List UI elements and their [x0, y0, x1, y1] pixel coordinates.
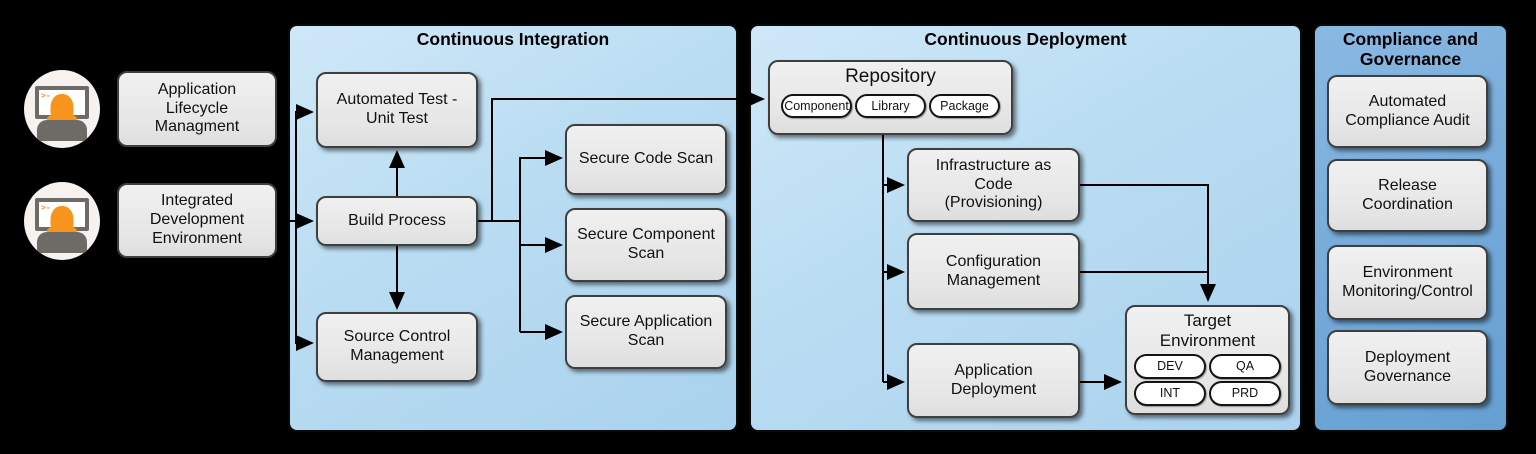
box-automated-test-unit-test: Automated Test - Unit Test: [316, 72, 478, 148]
terminal-prompt-icon: >-: [41, 203, 51, 212]
box-label: Secure Component Scan: [577, 226, 715, 262]
person-head: [50, 94, 74, 123]
developer-workstation-icon: >-: [24, 70, 100, 148]
developer-workstation-icon: >-: [24, 182, 100, 260]
pill-library: Library: [855, 93, 926, 118]
box-label: Source Control Management: [343, 328, 451, 364]
box-application-deployment: Application Deployment: [907, 343, 1080, 418]
box-label: Automated Compliance Audit: [1345, 92, 1470, 129]
target-environment-title: Target Environment: [1159, 311, 1256, 350]
section-title-cd: Continuous Deployment: [924, 29, 1127, 49]
box-secure-application-scan: Secure Application Scan: [565, 295, 727, 369]
box-automated-compliance-audit: Automated Compliance Audit: [1327, 75, 1488, 148]
box-target-environment: Target Environment DEV QA INT PRD: [1125, 305, 1290, 415]
box-environment-monitoring-control: Environment Monitoring/Control: [1327, 245, 1488, 320]
pill-prd: PRD: [1209, 381, 1281, 407]
box-application-lifecycle-management: Application Lifecycle Managment: [117, 71, 277, 147]
box-label: Environment Monitoring/Control: [1342, 263, 1473, 300]
box-label: Automated Test - Unit Test: [336, 91, 458, 127]
box-release-coordination: Release Coordination: [1327, 159, 1488, 232]
box-label: Application Deployment: [950, 361, 1037, 398]
pill-component: Component: [781, 93, 852, 118]
person-head: [50, 206, 74, 235]
box-secure-component-scan: Secure Component Scan: [565, 208, 727, 282]
person-torso: [37, 232, 87, 253]
box-label: Deployment Governance: [1363, 348, 1452, 385]
person-torso: [37, 120, 87, 141]
pill-int: INT: [1134, 381, 1206, 407]
box-configuration-management: Configuration Management: [907, 233, 1080, 310]
box-label: Secure Code Scan: [578, 150, 714, 168]
section-title-governance: Compliance and Governance: [1342, 29, 1479, 69]
terminal-prompt-icon: >-: [41, 91, 51, 100]
pill-qa: QA: [1209, 354, 1281, 380]
pill-package: Package: [929, 93, 1000, 118]
box-source-control-management: Source Control Management: [316, 312, 478, 382]
box-label: Integrated Development Environment: [149, 192, 245, 247]
box-integrated-development-environment: Integrated Development Environment: [117, 183, 277, 258]
box-build-process: Build Process: [316, 196, 478, 246]
repository-title: Repository: [845, 66, 936, 87]
environment-pills: DEV QA INT PRD: [1132, 354, 1284, 407]
box-label: Release Coordination: [1362, 176, 1453, 213]
box-deployment-governance: Deployment Governance: [1327, 330, 1488, 405]
repository-pills: Component Library Package: [781, 93, 1000, 118]
box-label: Application Lifecycle Managment: [154, 80, 240, 136]
box-secure-code-scan: Secure Code Scan: [565, 124, 727, 195]
section-title-ci: Continuous Integration: [416, 29, 610, 49]
box-label: Build Process: [348, 211, 446, 229]
box-label: Infrastructure as Code (Provisioning): [935, 156, 1052, 212]
pill-dev: DEV: [1134, 354, 1206, 380]
box-infrastructure-as-code: Infrastructure as Code (Provisioning): [907, 148, 1080, 222]
box-label: Configuration Management: [945, 252, 1042, 289]
box-repository: Repository Component Library Package: [768, 60, 1013, 135]
box-label: Secure Application Scan: [579, 313, 713, 349]
